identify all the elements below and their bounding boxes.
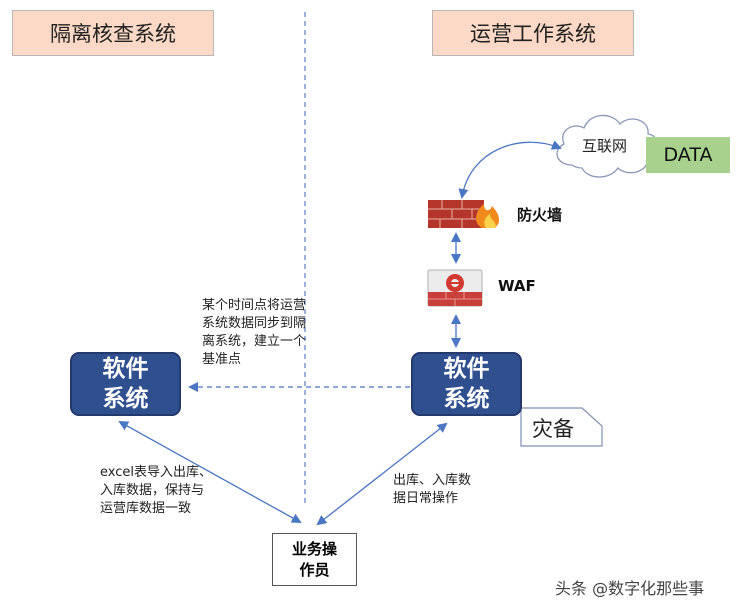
- operator-left-arrow: [118, 421, 302, 523]
- business-operator-line1: 业务操: [291, 539, 337, 558]
- internet-firewall-arrow: [458, 140, 562, 199]
- firewall-label: 防火墙: [517, 206, 563, 224]
- isolation-software-box: 软件 系统: [70, 352, 181, 416]
- business-operator-line2: 作员: [299, 560, 330, 579]
- sync-note: 某个时间点将运营 系统数据同步到隔 离系统，建立一个 基准点: [202, 297, 306, 369]
- excel-import-note-line: 入库数据，保持与: [100, 483, 205, 498]
- data-box-label: DATA: [663, 144, 713, 166]
- operation-software-line2: 系统: [443, 386, 490, 412]
- operator-right-arrow: [316, 422, 448, 526]
- operation-system-header-label: 运营工作系统: [470, 22, 596, 46]
- sync-note-line: 离系统，建立一个: [202, 334, 307, 349]
- sync-note-line: 系统数据同步到隔: [202, 316, 307, 331]
- waf-icon: [427, 269, 483, 307]
- isolation-software-line2: 系统: [102, 386, 149, 412]
- isolation-system-header: 隔离核查系统: [12, 10, 214, 56]
- data-box: DATA: [646, 137, 730, 173]
- daily-operation-note: 出库、入库数 据日常操作: [393, 472, 471, 508]
- sync-note-line: 基准点: [202, 352, 242, 367]
- excel-import-note-line: excel表导入出库、: [100, 465, 212, 480]
- operation-software-box: 软件 系统: [411, 352, 522, 416]
- daily-operation-note-line: 出库、入库数: [393, 473, 472, 488]
- watermark: 头条 @数字化那些事: [555, 579, 705, 598]
- operation-system-header: 运营工作系统: [432, 10, 634, 56]
- sync-note-line: 某个时间点将运营: [202, 298, 307, 313]
- excel-import-note: excel表导入出库、 入库数据，保持与 运营库数据一致: [100, 464, 212, 518]
- operation-software-line1: 软件: [443, 356, 490, 382]
- waf-label: WAF: [498, 277, 536, 295]
- internet-cloud-label: 互联网: [582, 137, 628, 155]
- firewall-icon: [428, 200, 500, 228]
- disaster-backup-label: 灾备: [532, 417, 574, 441]
- isolation-system-header-label: 隔离核查系统: [50, 22, 176, 46]
- excel-import-note-line: 运营库数据一致: [100, 501, 192, 516]
- internet-cloud-shape: [556, 114, 660, 178]
- daily-operation-note-line: 据日常操作: [393, 491, 459, 506]
- disaster-backup-shape: [520, 407, 603, 447]
- business-operator-box: 业务操 作员: [272, 533, 357, 586]
- isolation-software-line1: 软件: [102, 356, 149, 382]
